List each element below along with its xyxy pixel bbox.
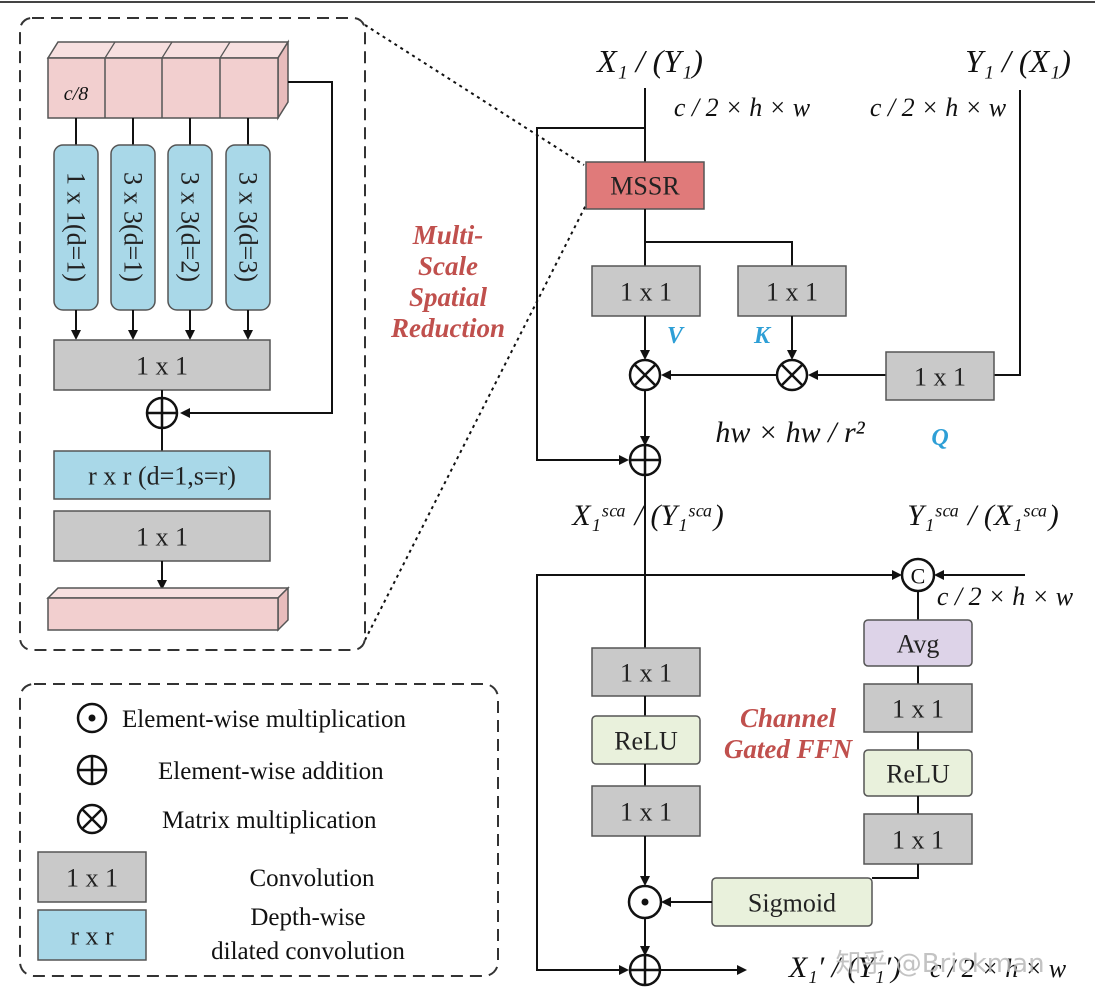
legend-conv-box: [37, 851, 147, 903]
mat-mul-icon: [76, 803, 108, 835]
svg-text:Channel: Channel: [740, 703, 837, 733]
output-dim-label: c / 2 × h × w: [930, 954, 1067, 983]
svg-text:Scale: Scale: [418, 251, 478, 281]
v-label: V: [667, 323, 685, 349]
dim-right-label: c / 2 × h × w: [870, 93, 1007, 122]
legend-dw-box: [37, 909, 147, 961]
sigmoid-label: Sigmoid: [748, 889, 836, 918]
inset-branches: 1 x 1(d=1) 3 x 3(d=1) 3 x 3(d=2) 3 x 3(d…: [53, 118, 271, 340]
ffn-left-conv2-label: 1 x 1: [620, 798, 672, 827]
k-label: K: [753, 323, 772, 349]
svg-text:Multi-: Multi-: [412, 220, 484, 250]
elem-mul-icon: [76, 702, 108, 734]
q-label: Q: [931, 425, 948, 451]
inset-fuse-conv-label: 1 x 1: [136, 352, 188, 381]
inset-dashed-frame: [19, 17, 366, 651]
inset-depthwise-conv-box: [53, 450, 271, 500]
conv-v-label: 1 x 1: [620, 278, 672, 307]
split-to-k: [645, 241, 793, 266]
matmul-v-icon: [628, 358, 662, 392]
ffn-left-conv2-box: [591, 785, 701, 837]
msr-title: Multi- Scale Spatial Reduction: [390, 220, 505, 343]
legend-elem-add: Element-wise addition: [158, 758, 384, 785]
attn-residual-path: [536, 127, 645, 465]
ffn-right-relu-label: ReLU: [886, 760, 950, 789]
legend-elem-mul: Element-wise multiplication: [122, 706, 406, 733]
out-right-label: Y₁ˢᶜᵃ / (X₁ˢᶜᵃ): [907, 499, 1059, 532]
inset-add-icon: [145, 396, 179, 430]
ffn-left-conv1-box: [591, 647, 701, 697]
inset-depthwise-conv-label: r x r (d=1,s=r): [88, 462, 236, 491]
ffn-avg-label: Avg: [897, 630, 940, 659]
legend-dw-label-2: dilated convolution: [211, 938, 405, 965]
inset-input-feature: c/8: [46, 39, 290, 121]
cgffn-title: Channel Gated FFN: [724, 703, 854, 764]
inset-out-conv-label: 1 x 1: [136, 523, 188, 552]
inset-out-conv-box: [53, 510, 271, 562]
ffn-right-conv1-label: 1 x 1: [892, 695, 944, 724]
zoom-line-top: [364, 24, 585, 166]
conv-v-box: [591, 265, 701, 317]
concat-icon: C: [900, 557, 936, 593]
ffn-left-relu-label: ReLU: [614, 727, 678, 756]
mssr-label: MSSR: [610, 172, 680, 201]
attn-dim-label: hw × hw / r²: [715, 416, 865, 449]
branch-label-2: 3 x 3(d=1): [119, 172, 148, 282]
input-left-label: X₁ / (Y₁): [595, 43, 703, 79]
branch-label-1: 1 x 1(d=1): [62, 172, 91, 282]
legend-mat-mul: Matrix multiplication: [162, 807, 377, 834]
conv-q-label: 1 x 1: [914, 363, 966, 392]
ffn-right-conv2-label: 1 x 1: [892, 826, 944, 855]
legend-dw-label-1: Depth-wise: [250, 904, 365, 931]
branch-label-3: 3 x 3(d=2): [176, 172, 205, 282]
svg-text:Spatial: Spatial: [409, 282, 488, 312]
watermark: 知乎 @Brickman: [835, 949, 1044, 979]
branch-label-4: 3 x 3(d=3): [234, 172, 263, 282]
conv-q-box: [885, 351, 995, 401]
legend-conv-box-label: 1 x 1: [66, 864, 118, 893]
ffn-add-icon: [628, 953, 662, 987]
legend-conv-label: Convolution: [249, 865, 375, 892]
matmul-k-icon: [775, 358, 809, 392]
conv-k-box: [737, 265, 847, 317]
concat-dim-label: c / 2 × h × w: [937, 582, 1074, 611]
svg-text:Gated FFN: Gated FFN: [724, 734, 854, 764]
inset-skip-connection: [180, 81, 333, 418]
zoom-line-bottom: [364, 204, 587, 641]
svg-text:C: C: [911, 564, 926, 589]
conv-k-label: 1 x 1: [766, 278, 818, 307]
ffn-left-conv1-label: 1 x 1: [620, 659, 672, 688]
output-label: X₁′ / (Y₁′): [788, 951, 901, 984]
feature-fraction-label: c/8: [64, 83, 88, 105]
inset-output-feature: [46, 586, 290, 632]
legend-dw-box-label: r x r: [70, 922, 114, 951]
right-input-path: [994, 90, 1021, 376]
elem-add-icon: [76, 754, 108, 786]
svg-text:Reduction: Reduction: [390, 313, 505, 343]
out-left-label: X₁ˢᶜᵃ / (Y₁ˢᶜᵃ): [571, 499, 724, 532]
ffn-residual-path: [536, 574, 645, 975]
attn-add-icon: [628, 443, 662, 477]
gate-mul-icon: [627, 884, 663, 920]
input-right-label: Y₁ / (X₁): [965, 43, 1071, 79]
dim-left-label: c / 2 × h × w: [674, 93, 811, 122]
